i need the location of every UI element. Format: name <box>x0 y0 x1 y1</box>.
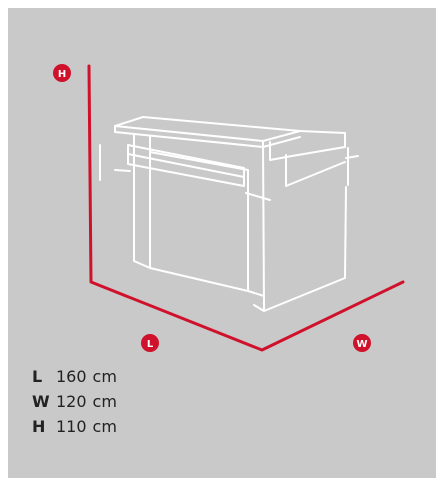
diagram-panel <box>8 8 436 478</box>
height-axis-line <box>87 64 405 352</box>
foot-right <box>253 304 265 312</box>
height-badge: H <box>53 64 71 82</box>
right-block-back <box>299 130 346 148</box>
width-badge: W <box>353 334 371 352</box>
dimension-unit: cm <box>92 392 117 411</box>
dimension-key: W <box>32 392 50 411</box>
dimension-value: 120 <box>56 392 87 411</box>
right-block-face <box>285 154 346 187</box>
top-slab <box>114 116 301 142</box>
front-panel <box>149 151 265 297</box>
dimension-unit: cm <box>92 367 117 386</box>
width-badge-label: W <box>356 339 367 350</box>
dimension-row-length: L 160 cm <box>32 364 117 389</box>
dimension-unit: cm <box>92 417 117 436</box>
dimension-value: 160 <box>56 367 87 386</box>
dimension-key: L <box>32 367 43 386</box>
guide-tick-front <box>245 192 271 201</box>
length-badge-label: L <box>147 339 154 350</box>
dimension-list: L 160 cm W 120 cm H 110 cm <box>32 364 117 439</box>
right-block-top <box>269 141 346 161</box>
dimension-row-height: H 110 cm <box>32 414 117 439</box>
dimension-axes <box>87 64 405 352</box>
furniture-outline <box>99 116 359 312</box>
guide-tick-right-small <box>345 155 359 159</box>
front-bottom <box>149 267 249 292</box>
guide-tick-left-small <box>114 169 131 172</box>
height-badge-label: H <box>58 69 66 80</box>
left-leg <box>133 134 151 269</box>
dimension-key: H <box>32 417 46 436</box>
drawer-rail <box>127 144 245 187</box>
front-corner-line <box>262 140 265 306</box>
length-badge: L <box>141 334 159 352</box>
dimension-row-width: W 120 cm <box>32 389 117 414</box>
right-side-panel <box>263 186 347 312</box>
dimension-value: 110 <box>56 417 87 436</box>
drawer-rail-mid <box>127 153 245 178</box>
